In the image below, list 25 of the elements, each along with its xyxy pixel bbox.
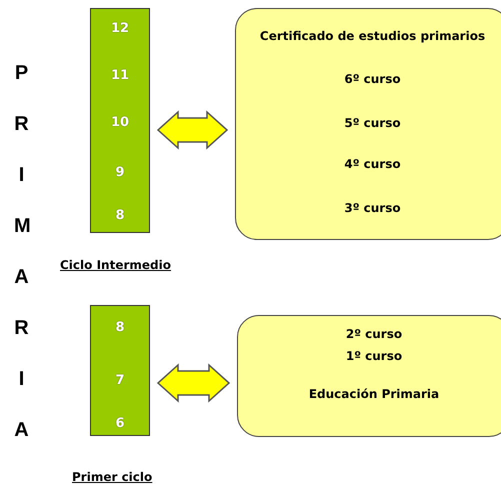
grade-text: 3º curso <box>343 200 402 216</box>
grade-text: 4º curso <box>343 156 402 172</box>
grade-number: 11 <box>110 68 130 84</box>
grade-number: 7 <box>114 373 126 389</box>
vertical-title: PRIMARIA <box>14 61 29 443</box>
grade-number: 8 <box>114 208 126 224</box>
grade-number: 10 <box>110 115 130 131</box>
cycle-caption: Ciclo Intermedio <box>60 258 171 272</box>
grade-text: Certificado de estudios primarios <box>258 28 486 44</box>
double-arrow <box>156 110 228 150</box>
grade-column <box>90 8 150 233</box>
grade-number: 12 <box>110 21 130 37</box>
cycle-caption: Primer ciclo <box>72 470 152 484</box>
double-arrow <box>156 363 230 403</box>
grade-text: 1º curso <box>344 348 404 364</box>
grade-text: Educación Primaria <box>308 386 440 402</box>
grade-column <box>90 305 150 436</box>
grade-text: 5º curso <box>343 115 402 131</box>
info-card <box>237 315 501 437</box>
grade-text: 2º curso <box>344 326 404 342</box>
info-card <box>235 8 501 240</box>
grade-number: 9 <box>114 165 126 181</box>
grade-number: 8 <box>114 320 126 336</box>
grade-number: 6 <box>114 416 126 432</box>
grade-text: 6º curso <box>343 71 402 87</box>
